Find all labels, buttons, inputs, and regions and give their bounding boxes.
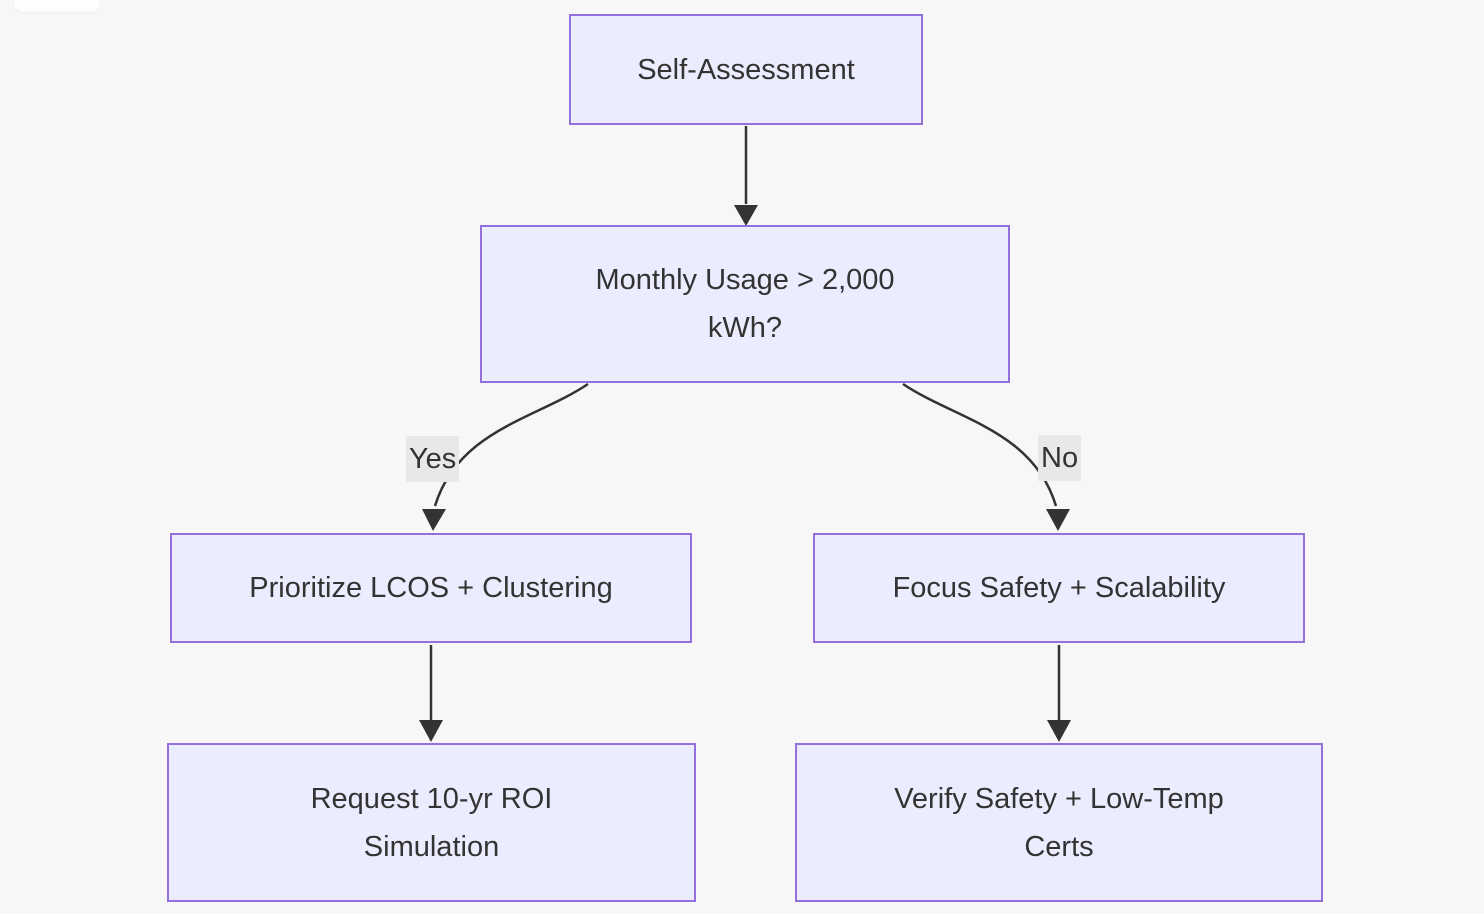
node-label: Focus Safety + Scalability: [892, 572, 1226, 604]
arrowhead-request: [419, 720, 443, 742]
node-monthly-usage-decision: Monthly Usage > 2,000 kWh?: [480, 225, 1010, 383]
node-label: Self-Assessment: [637, 53, 855, 86]
arrowhead-yes: [422, 509, 446, 531]
edge-label-no: No: [1038, 435, 1082, 481]
node-label-line-1: Monthly Usage > 2,000: [595, 264, 895, 296]
node-label-line-1: Request 10-yr ROI: [310, 782, 553, 815]
arrowhead-verify: [1047, 720, 1071, 742]
node-self-assessment: Self-Assessment: [569, 14, 923, 125]
node-label-line-2: kWh?: [707, 312, 783, 344]
arrowhead-decision: [734, 205, 758, 226]
edge-no: [902, 382, 1058, 507]
edge-label-yes: Yes: [406, 436, 460, 482]
corner-artifact: [14, 0, 100, 12]
node-prioritize-lcos: Prioritize LCOS + Clustering: [170, 533, 692, 643]
node-request-roi-simulation: Request 10-yr ROI Simulation: [167, 743, 696, 902]
arrowhead-no: [1046, 509, 1070, 531]
node-verify-safety-certs: Verify Safety + Low-Temp Certs: [795, 743, 1323, 902]
node-label-line-2: Simulation: [363, 830, 500, 863]
node-label-line-2: Certs: [1024, 830, 1094, 863]
node-focus-safety: Focus Safety + Scalability: [813, 533, 1305, 643]
node-label-line-1: Verify Safety + Low-Temp: [894, 782, 1224, 815]
node-label: Prioritize LCOS + Clustering: [249, 572, 613, 604]
